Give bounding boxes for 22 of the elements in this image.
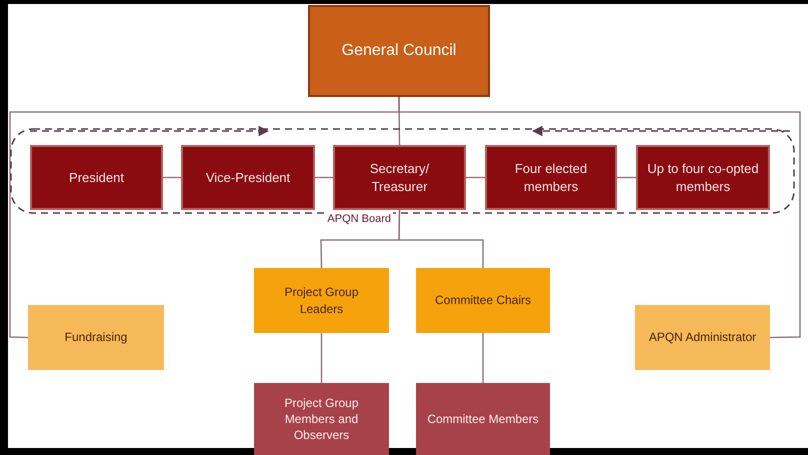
board-member-box: President <box>30 145 163 210</box>
connector-line <box>163 176 181 178</box>
support-box: Fundraising <box>28 305 164 370</box>
connector-line <box>482 333 484 383</box>
connector-line <box>398 97 801 338</box>
connector-line <box>466 176 485 178</box>
board-member-box: Vice-President <box>181 145 315 210</box>
connector-line <box>617 176 636 178</box>
leader-box: Committee Chairs <box>416 268 550 333</box>
support-box: APQN Administrator <box>635 305 770 370</box>
council-box: General Council <box>308 5 490 97</box>
board-member-box: Four elected members <box>485 145 617 210</box>
board-member-box: Up to four co-opted members <box>636 145 770 210</box>
board-member-box: Secretary/ Treasurer <box>333 145 466 210</box>
connector-line <box>320 333 322 383</box>
dashed-group-frame <box>10 128 795 226</box>
connector-line <box>315 176 333 178</box>
member-box: Project Group Members and Observers <box>254 383 389 455</box>
member-box: Committee Members <box>416 383 550 455</box>
group-heading: APQN Board <box>325 212 393 227</box>
leader-box: Project Group Leaders <box>254 268 389 333</box>
connector-line <box>398 210 484 268</box>
